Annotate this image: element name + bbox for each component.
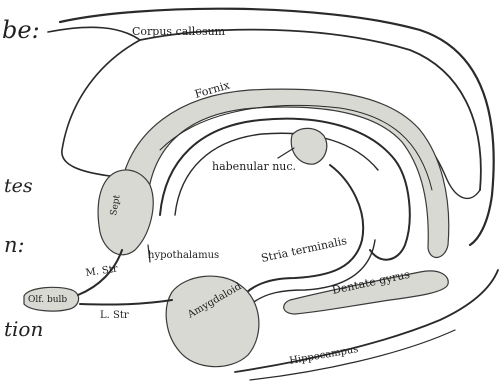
label-l-str: L. Str (100, 310, 129, 321)
inner-ring-2 (175, 133, 378, 215)
label-hypothalamus: hypothalamus (148, 250, 219, 261)
margin-note-be: be: (2, 16, 40, 44)
label-corpus-callosum: Corpus callosum (132, 25, 226, 38)
stria-terminalis-path (240, 165, 363, 300)
margin-note-tion: tion (4, 317, 43, 341)
corpus-callosum-inner (48, 27, 140, 176)
inner-ring (160, 119, 410, 260)
label-olf-bulb: Olf. bulb (28, 295, 67, 305)
label-habenular-nuc: habenular nuc. (212, 160, 296, 173)
septal-area (98, 170, 153, 255)
margin-note-n: n: (4, 233, 25, 257)
habenular-nucleus (291, 128, 327, 164)
margin-note-tes: tes (4, 175, 33, 197)
habenular-pointer (278, 148, 294, 158)
amygdaloid-body (166, 276, 259, 367)
label-stria-terminalis: Stria terminalis (260, 234, 348, 265)
fornix-band (120, 89, 449, 257)
lateral-stria (80, 300, 172, 305)
label-m-str: M. Str (85, 264, 119, 279)
